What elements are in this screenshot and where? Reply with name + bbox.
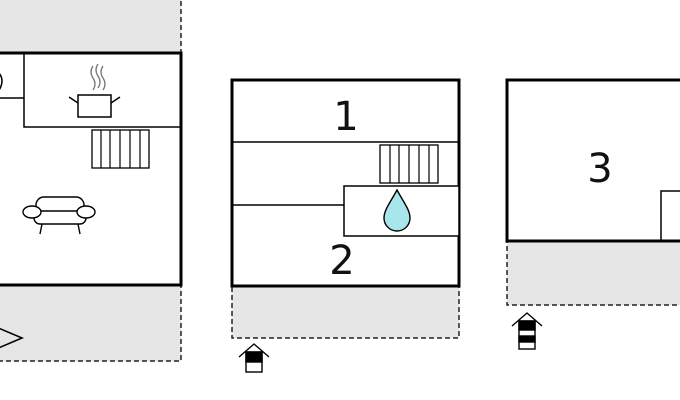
compass-arrow-icon bbox=[0, 327, 25, 349]
terrace-right bbox=[506, 240, 680, 306]
room-label-2: 2 bbox=[329, 238, 354, 284]
entrance-icon bbox=[238, 343, 270, 373]
entrance-icon bbox=[511, 312, 543, 350]
building-right-outline bbox=[505, 78, 680, 243]
building-middle: 1 2 bbox=[230, 78, 461, 373]
building-left-outline bbox=[0, 51, 183, 287]
terrace-middle bbox=[231, 285, 460, 339]
kitchen-wall bbox=[23, 53, 181, 128]
stove-icon bbox=[68, 63, 121, 118]
terrace-top-left bbox=[0, 0, 182, 54]
door-arc-icon bbox=[0, 73, 3, 91]
room-label-3: 3 bbox=[587, 146, 612, 192]
building-left bbox=[0, 0, 183, 362]
room-label-1: 1 bbox=[333, 94, 358, 140]
radiator-icon bbox=[91, 129, 150, 169]
bathroom-water-icon bbox=[383, 188, 411, 232]
terrace-bottom-left bbox=[0, 284, 182, 362]
building-right: 3 bbox=[505, 78, 680, 350]
sofa-icon bbox=[22, 196, 96, 235]
right-inner-wall bbox=[660, 190, 680, 241]
radiator-icon bbox=[379, 144, 439, 184]
